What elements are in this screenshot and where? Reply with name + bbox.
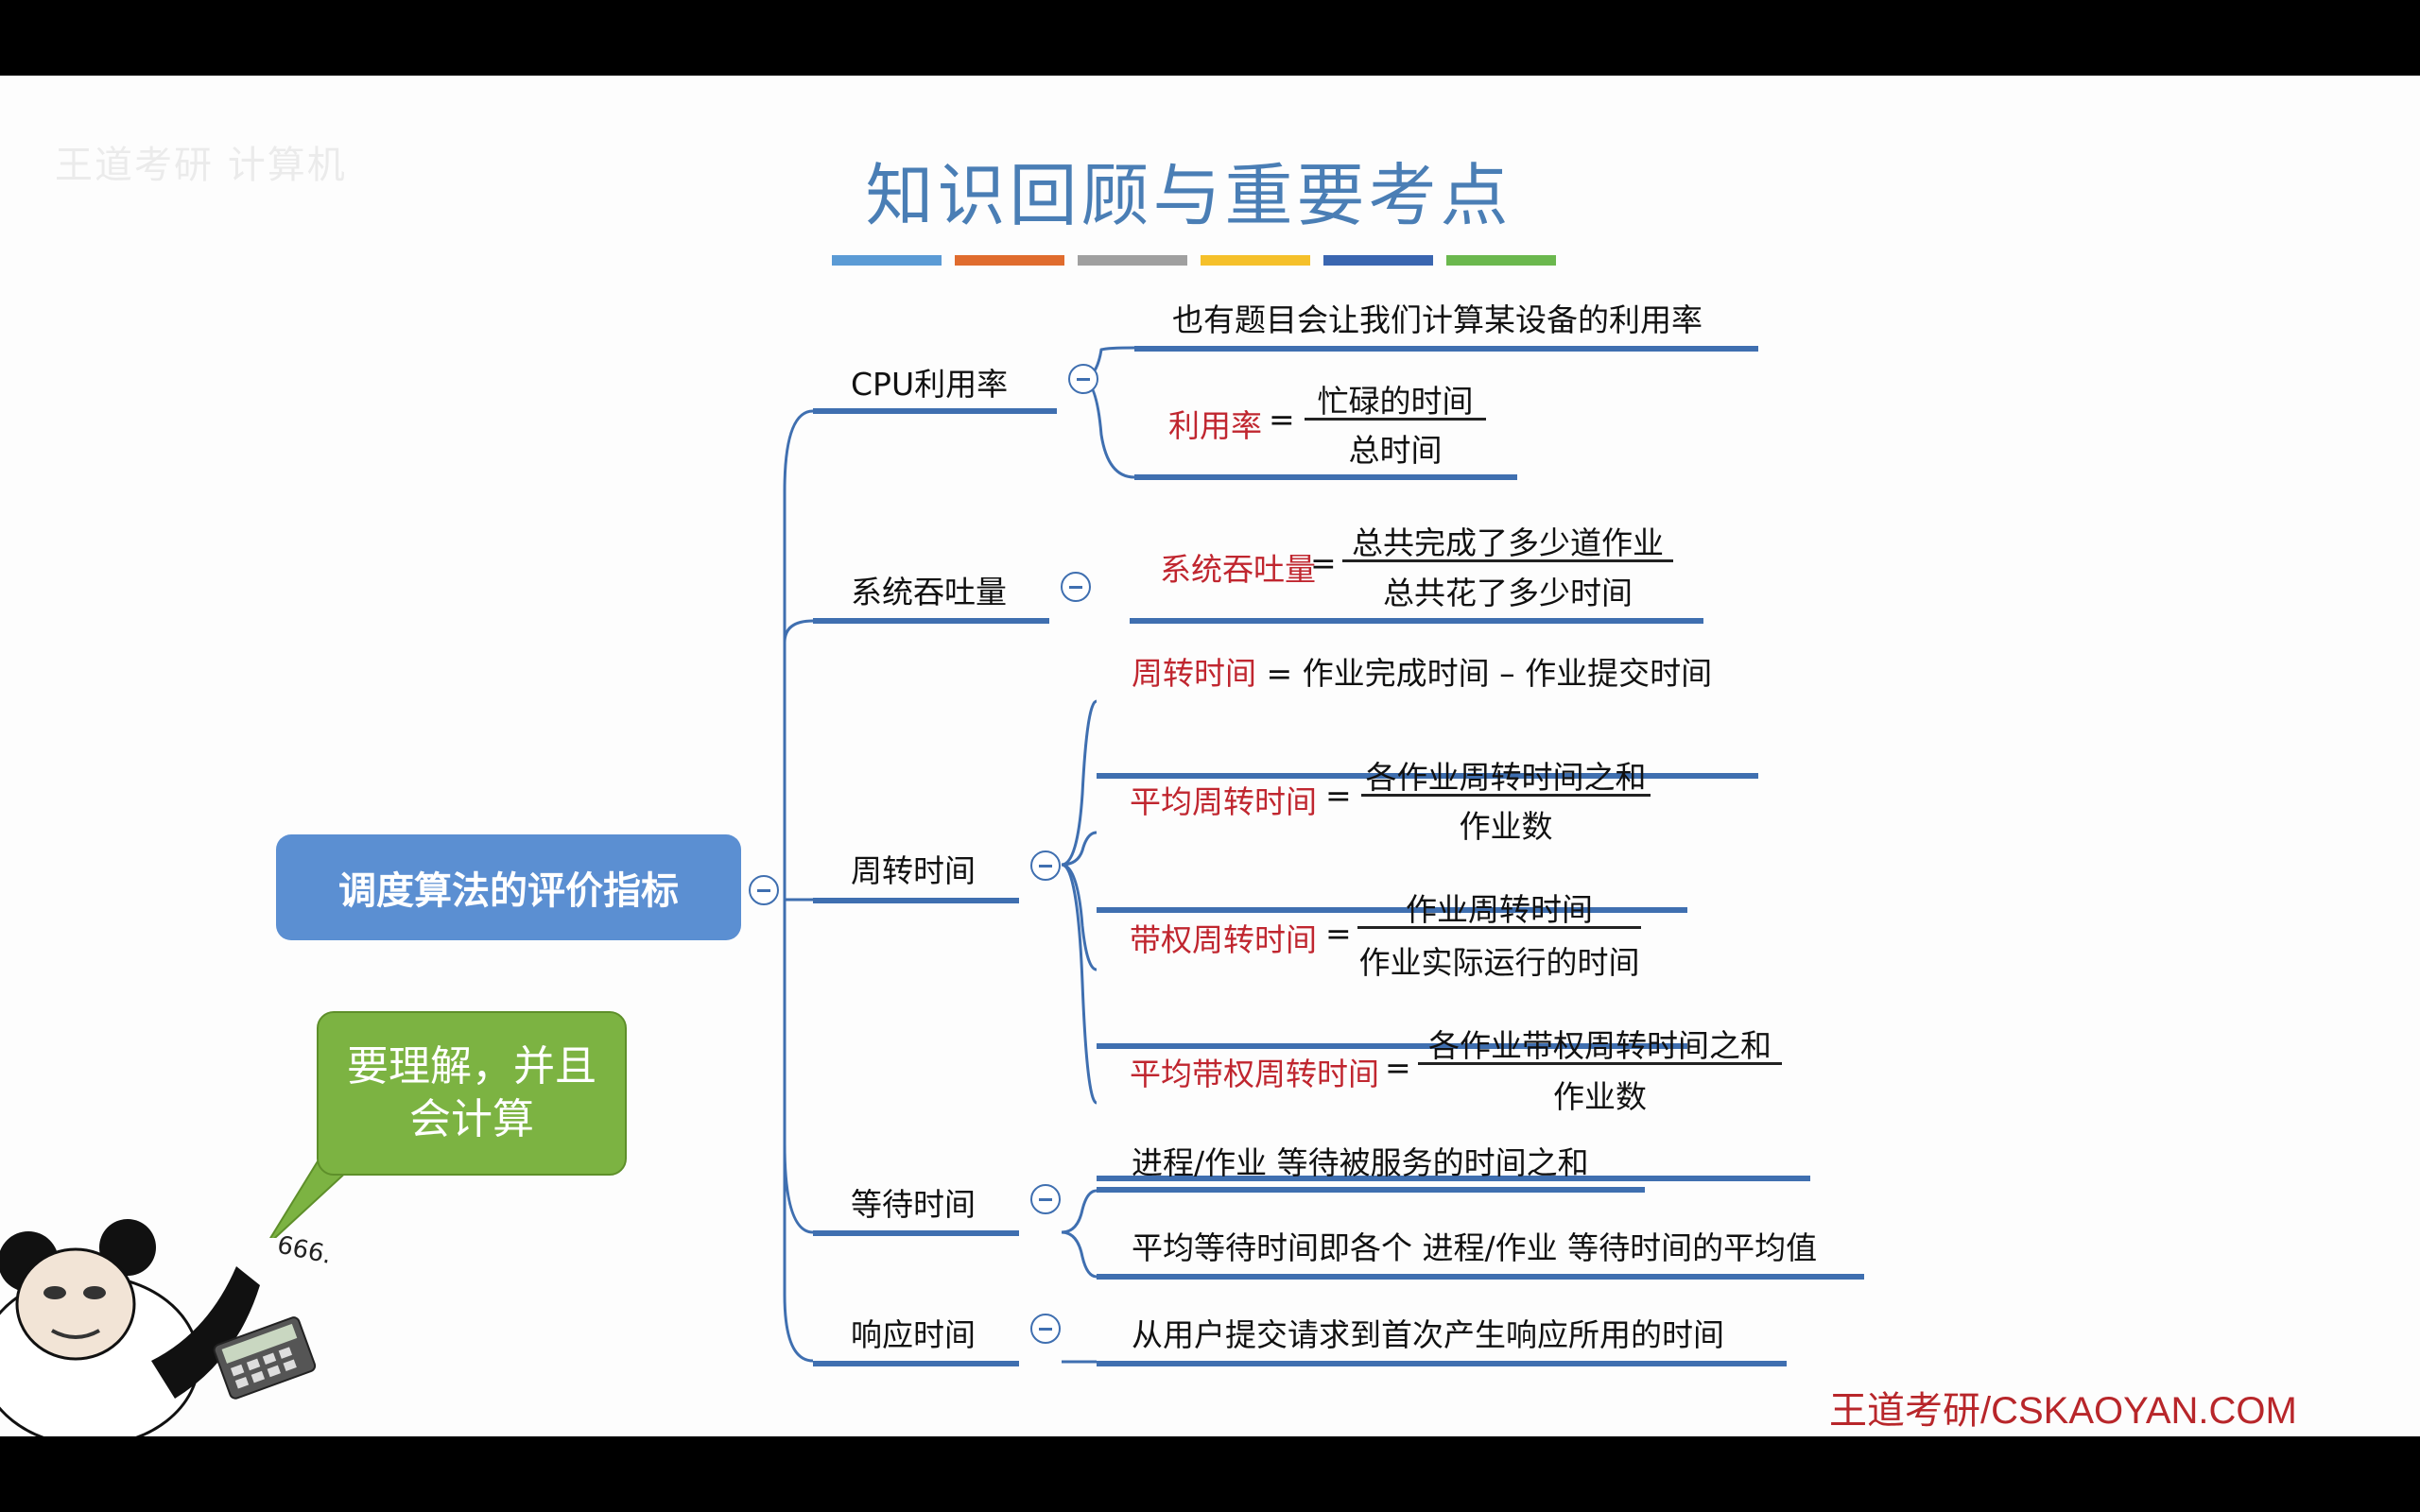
weighted-turnaround-op: = — [1325, 915, 1352, 952]
avg-turnaround-denominator: 作业数 — [1459, 808, 1553, 845]
edge-waiting — [783, 1143, 814, 1234]
edge-cpu-formula — [1080, 377, 1135, 479]
throughput-fraction-line — [1342, 559, 1673, 562]
trunk-line — [783, 409, 814, 887]
throughput-formula-name: 系统吞吐量 — [1160, 551, 1316, 588]
color-bar-3 — [1078, 255, 1187, 266]
panda-calculator-sticker: 666. — [0, 1219, 335, 1436]
avg-weighted-turnaround-denominator: 作业数 — [1553, 1078, 1647, 1115]
throughput-formula-denominator: 总共花了多少时间 — [1383, 575, 1633, 611]
avg-turnaround-fraction-line — [1361, 794, 1651, 797]
letterbox-bottom — [0, 1436, 2420, 1512]
cpu-formula-underline — [1134, 474, 1517, 480]
turnaround-def-expr: = 作业完成时间 – 作业提交时间 — [1266, 655, 1713, 692]
letterbox-top — [0, 0, 2420, 76]
turnaround-def-name: 周转时间 — [1132, 655, 1256, 692]
color-bar-1 — [832, 255, 942, 266]
color-bar-2 — [955, 255, 1064, 266]
watermark: 王道考研 计算机 — [55, 144, 347, 187]
cpu-formula-op: = — [1269, 401, 1295, 438]
weighted-turnaround-fraction-line — [1357, 926, 1641, 929]
waiting-item-2: 平均等待时间即各个 进程/作业 等待时间的平均值 — [1132, 1229, 1818, 1266]
root-node[interactable]: 调度算法的评价指标 — [276, 834, 741, 940]
response-item-1-underline — [1097, 1361, 1787, 1366]
avg-turnaround-underline — [1097, 907, 1687, 913]
weighted-turnaround-numerator: 作业周转时间 — [1406, 891, 1593, 928]
collapse-waiting-icon[interactable] — [1030, 1184, 1061, 1214]
avg-turnaround-numerator: 各作业周转时间之和 — [1365, 759, 1647, 796]
calculator-number: 666. — [275, 1231, 335, 1270]
branch-turnaround-underline — [813, 898, 1019, 903]
branch-cpu-label[interactable]: CPU利用率 — [851, 366, 1009, 403]
throughput-formula-numerator: 总共完成了多少道作业 — [1352, 524, 1664, 561]
mindmap-connectors — [783, 346, 1135, 1364]
edge-turn-def — [1061, 699, 1098, 867]
collapse-throughput-icon[interactable] — [1061, 572, 1091, 602]
edge-turn-weighted — [1061, 863, 1098, 971]
branch-cpu-underline — [813, 408, 1057, 414]
edge-wait-1 — [1061, 1189, 1098, 1234]
waiting-item-1-underline — [1097, 1187, 1645, 1193]
weighted-turnaround-name: 带权周转时间 — [1130, 921, 1317, 958]
color-bar-6 — [1446, 255, 1556, 266]
waiting-item-1: 进程/作业 等待被服务的时间之和 — [1132, 1144, 1589, 1181]
avg-weighted-turnaround-fraction-line — [1418, 1062, 1782, 1065]
throughput-formula-underline — [1130, 618, 1703, 624]
cpu-formula-name: 利用率 — [1168, 407, 1262, 444]
branch-waiting-underline — [813, 1230, 1019, 1236]
avg-weighted-turnaround-underline — [1097, 1176, 1810, 1181]
color-bar-4 — [1201, 255, 1310, 266]
color-bar-5 — [1323, 255, 1433, 266]
cpu-note: 也有题目会让我们计算某设备的利用率 — [1172, 301, 1703, 338]
footer-brand: 王道考研/CSKAOYAN.COM — [1829, 1390, 2297, 1432]
weighted-turnaround-underline — [1097, 1043, 1687, 1049]
cpu-fraction-line — [1305, 418, 1486, 421]
avg-turnaround-op: = — [1325, 777, 1352, 814]
branch-turnaround-label[interactable]: 周转时间 — [851, 852, 976, 889]
avg-weighted-turnaround-name: 平均带权周转时间 — [1130, 1056, 1379, 1092]
branch-response-underline — [813, 1361, 1019, 1366]
trunk-line-down — [783, 885, 814, 1363]
throughput-formula-op: = — [1310, 544, 1337, 581]
branch-waiting-label[interactable]: 等待时间 — [851, 1186, 976, 1223]
collapse-turnaround-icon[interactable] — [1030, 850, 1061, 881]
response-item-1: 从用户提交请求到首次产生响应所用的时间 — [1132, 1316, 1724, 1353]
slide-title: 知识回顾与重要考点 — [865, 156, 1512, 235]
turnaround-def-underline — [1097, 773, 1758, 779]
collapse-response-icon[interactable] — [1030, 1314, 1061, 1344]
cpu-formula-numerator: 忙碌的时间 — [1317, 383, 1474, 420]
waiting-item-2-underline — [1097, 1274, 1864, 1280]
branch-response-label[interactable]: 响应时间 — [851, 1316, 976, 1353]
avg-weighted-turnaround-op: = — [1385, 1049, 1411, 1086]
edge-throughput — [783, 619, 814, 644]
edge-turn-avg — [1061, 831, 1098, 867]
branch-throughput-underline — [813, 618, 1049, 624]
slide: 王道考研 计算机 知识回顾与重要考点 调度算法的评价指标 CPU利用率 也有题目… — [0, 76, 2420, 1436]
weighted-turnaround-denominator: 作业实际运行的时间 — [1358, 944, 1640, 981]
edge-turn-avgw — [1061, 863, 1098, 1105]
branch-throughput-label[interactable]: 系统吞吐量 — [851, 574, 1007, 610]
speech-bubble: 要理解，并且会计算 — [317, 1011, 627, 1176]
collapse-root-icon[interactable] — [749, 875, 779, 905]
avg-weighted-turnaround-numerator: 各作业带权周转时间之和 — [1428, 1027, 1772, 1064]
edge-wait-2 — [1061, 1230, 1098, 1279]
collapse-cpu-icon[interactable] — [1068, 364, 1098, 394]
cpu-formula-denominator: 总时间 — [1348, 432, 1443, 469]
cpu-note-underline — [1134, 346, 1758, 352]
turnaround-definition: 周转时间 = 作业完成时间 – 作业提交时间 — [1132, 648, 1712, 694]
avg-turnaround-name: 平均周转时间 — [1130, 783, 1317, 820]
